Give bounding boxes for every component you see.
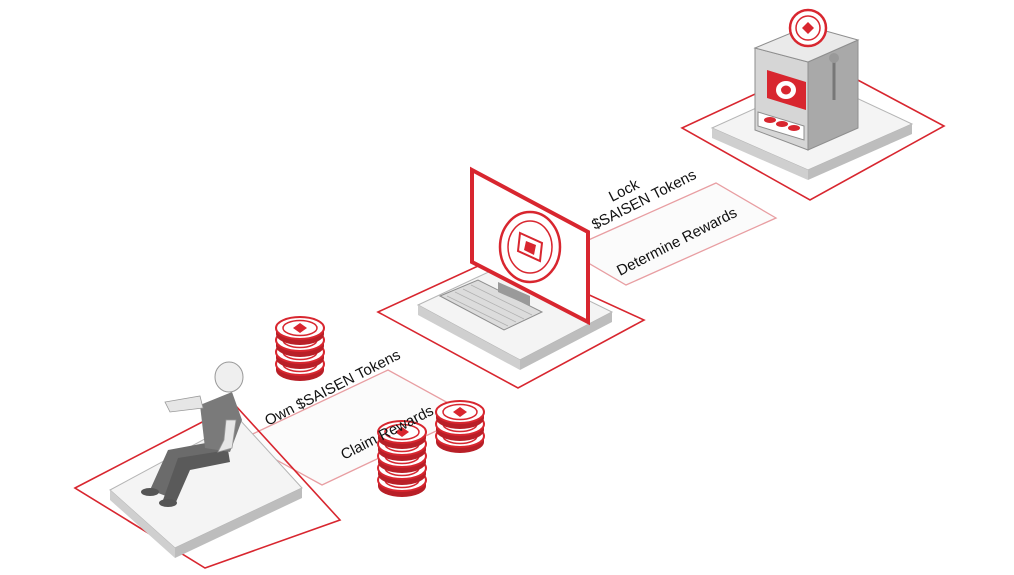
token-stack-icon — [435, 400, 485, 454]
monitor-keyboard-icon — [438, 166, 590, 331]
slot-machine-icon — [753, 8, 860, 151]
seated-person-icon — [141, 361, 244, 507]
connector-lines — [238, 182, 778, 486]
user-platform — [73, 404, 342, 569]
token-stack-icon — [275, 316, 325, 382]
